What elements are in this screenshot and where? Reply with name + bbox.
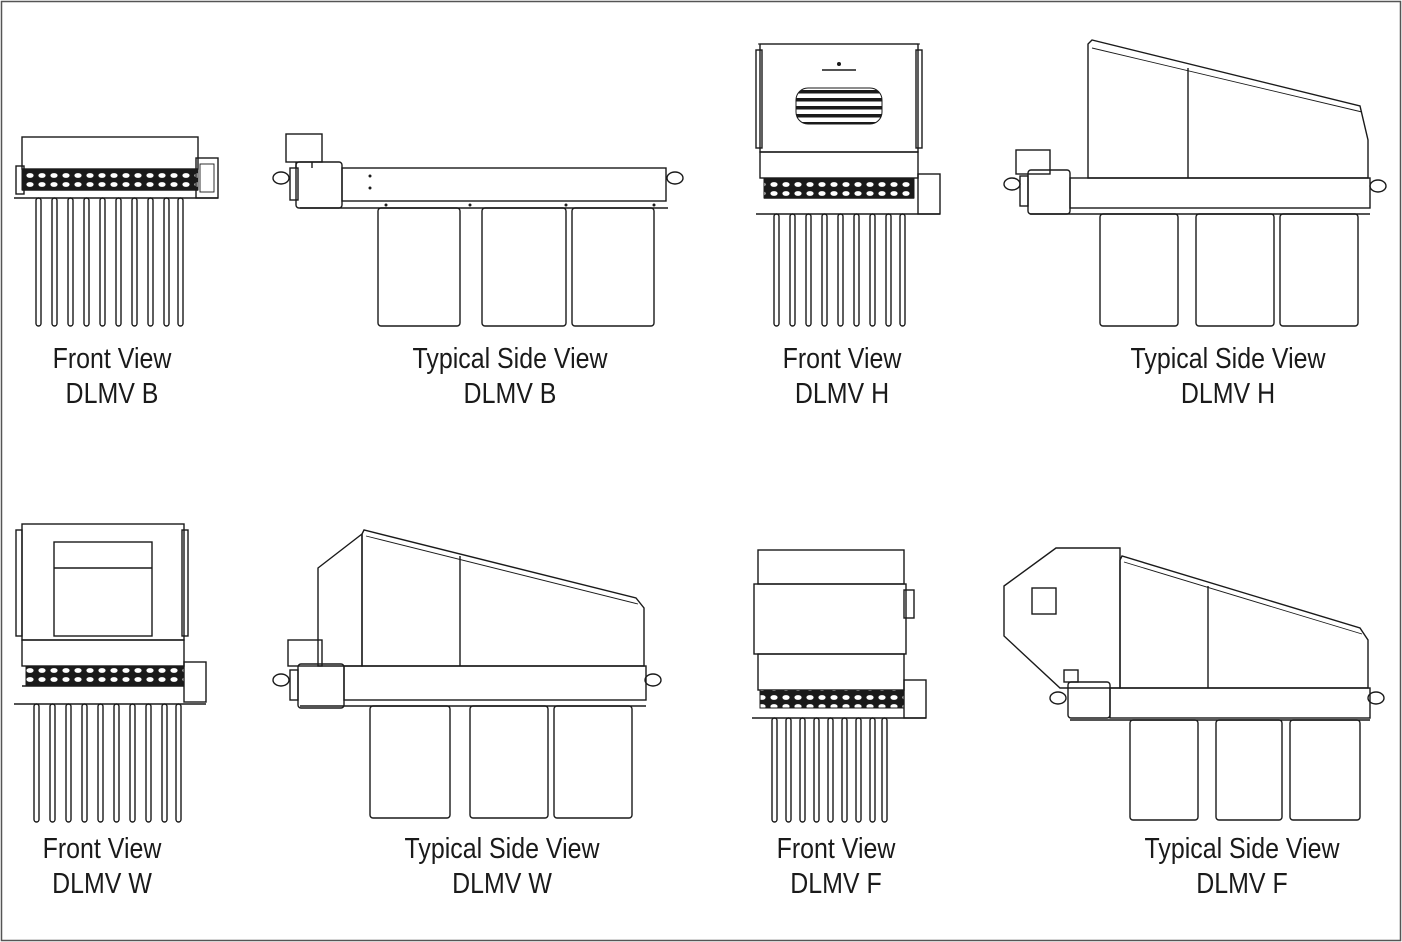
caption-view: Front View xyxy=(776,833,896,865)
caption-model: DLMV W xyxy=(52,868,152,900)
caption-model: DLMV W xyxy=(452,868,552,900)
caption-model: DLMV F xyxy=(1196,868,1288,900)
side-view-dlmv-f-drawing xyxy=(1003,547,1385,821)
caption-model: DLMV H xyxy=(1180,378,1276,410)
caption-front-view-dlmv-w: Front View DLMV W xyxy=(25,832,180,902)
front-view-dlmv-f-drawing xyxy=(752,549,927,823)
side-view-dlmv-w-drawing xyxy=(272,529,662,819)
caption-front-view-dlmv-b: Front View DLMV B xyxy=(35,342,190,412)
caption-side-view-dlmv-h: Typical Side View DLMV H xyxy=(1108,342,1349,412)
caption-model: DLMV B xyxy=(463,378,557,410)
caption-model: DLMV H xyxy=(794,378,890,410)
front-view-dlmv-w-drawing xyxy=(14,523,207,823)
caption-model: DLMV B xyxy=(65,378,159,410)
caption-front-view-dlmv-f: Front View DLMV F xyxy=(759,832,914,902)
caption-side-view-dlmv-f: Typical Side View DLMV F xyxy=(1122,832,1363,902)
caption-side-view-dlmv-w: Typical Side View DLMV W xyxy=(382,832,623,902)
caption-view: Typical Side View xyxy=(1144,833,1340,865)
caption-view: Typical Side View xyxy=(1130,343,1326,375)
caption-side-view-dlmv-b: Typical Side View DLMV B xyxy=(390,342,631,412)
caption-front-view-dlmv-h: Front View DLMV H xyxy=(765,342,920,412)
caption-view: Typical Side View xyxy=(412,343,608,375)
side-view-dlmv-b-drawing xyxy=(272,133,684,327)
front-view-dlmv-b-drawing xyxy=(14,136,219,327)
front-view-dlmv-h-drawing xyxy=(755,43,941,327)
caption-view: Typical Side View xyxy=(404,833,600,865)
caption-view: Front View xyxy=(52,343,172,375)
caption-view: Front View xyxy=(782,343,902,375)
side-view-dlmv-h-drawing xyxy=(1003,39,1387,327)
caption-model: DLMV F xyxy=(790,868,882,900)
caption-view: Front View xyxy=(42,833,162,865)
